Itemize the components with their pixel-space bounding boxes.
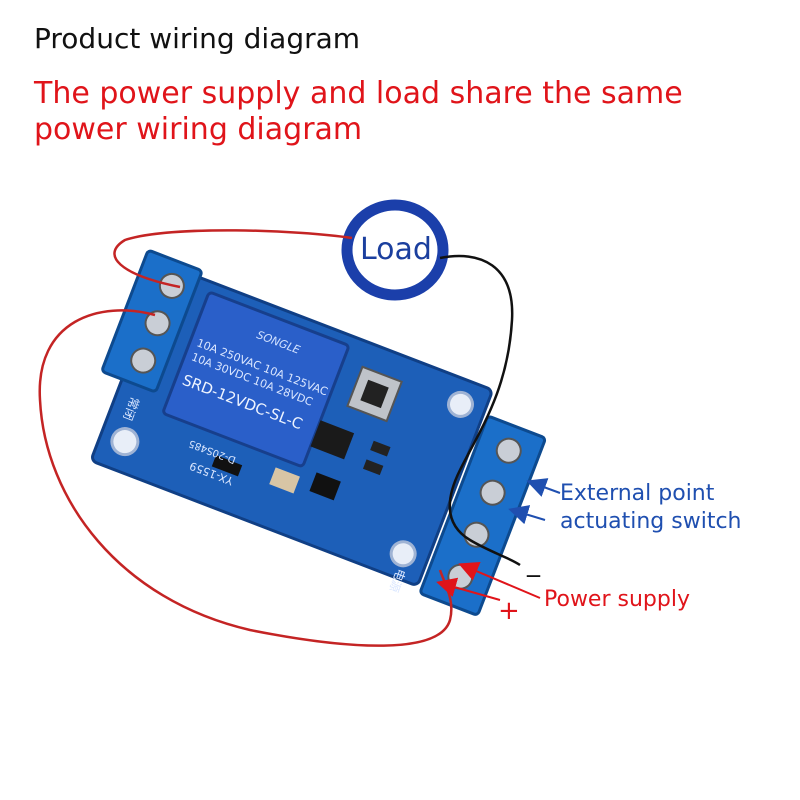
black-wire-load-to-negative	[439, 254, 521, 567]
diagram-title: Product wiring diagram	[34, 22, 361, 55]
diagram-subtitle: The power supply and load share the same…	[34, 76, 683, 147]
arrow-external-2	[508, 505, 546, 525]
ic-chip	[310, 420, 355, 460]
load-ring	[341, 199, 449, 301]
mount-hole	[446, 390, 474, 418]
smd-resistor	[362, 459, 384, 476]
red-wire-common-to-positive	[38, 309, 453, 647]
terminal-screw	[144, 310, 171, 337]
transistor	[309, 472, 341, 501]
external-switch-label-1: External point	[560, 481, 715, 506]
smd-resistor	[370, 440, 391, 457]
external-switch-label-2: actuating switch	[560, 509, 742, 534]
positive-sign: +	[498, 596, 520, 626]
terminal-screw	[130, 347, 157, 374]
smd-capacitor	[269, 467, 300, 494]
arrow-external-1	[526, 478, 561, 497]
diode	[211, 455, 243, 477]
mount-hole	[389, 540, 417, 568]
terminal-screw	[495, 437, 522, 464]
mount-hole	[110, 427, 140, 457]
load-label: Load	[360, 232, 432, 267]
power-supply-label: Power supply	[544, 587, 690, 612]
relay-body	[162, 291, 350, 468]
terminal-screw	[479, 479, 506, 506]
input-terminal-block	[419, 415, 547, 616]
negative-sign: _	[527, 548, 540, 578]
push-button-cap	[360, 379, 389, 409]
red-wire-load-to-terminal	[113, 229, 353, 289]
arrow-power-2	[436, 577, 501, 601]
arrow-power-1	[458, 562, 541, 599]
relay-module-board: SONGLE 10A 250VAC 10A 125VAC 10A 30VDC 1…	[91, 264, 493, 594]
